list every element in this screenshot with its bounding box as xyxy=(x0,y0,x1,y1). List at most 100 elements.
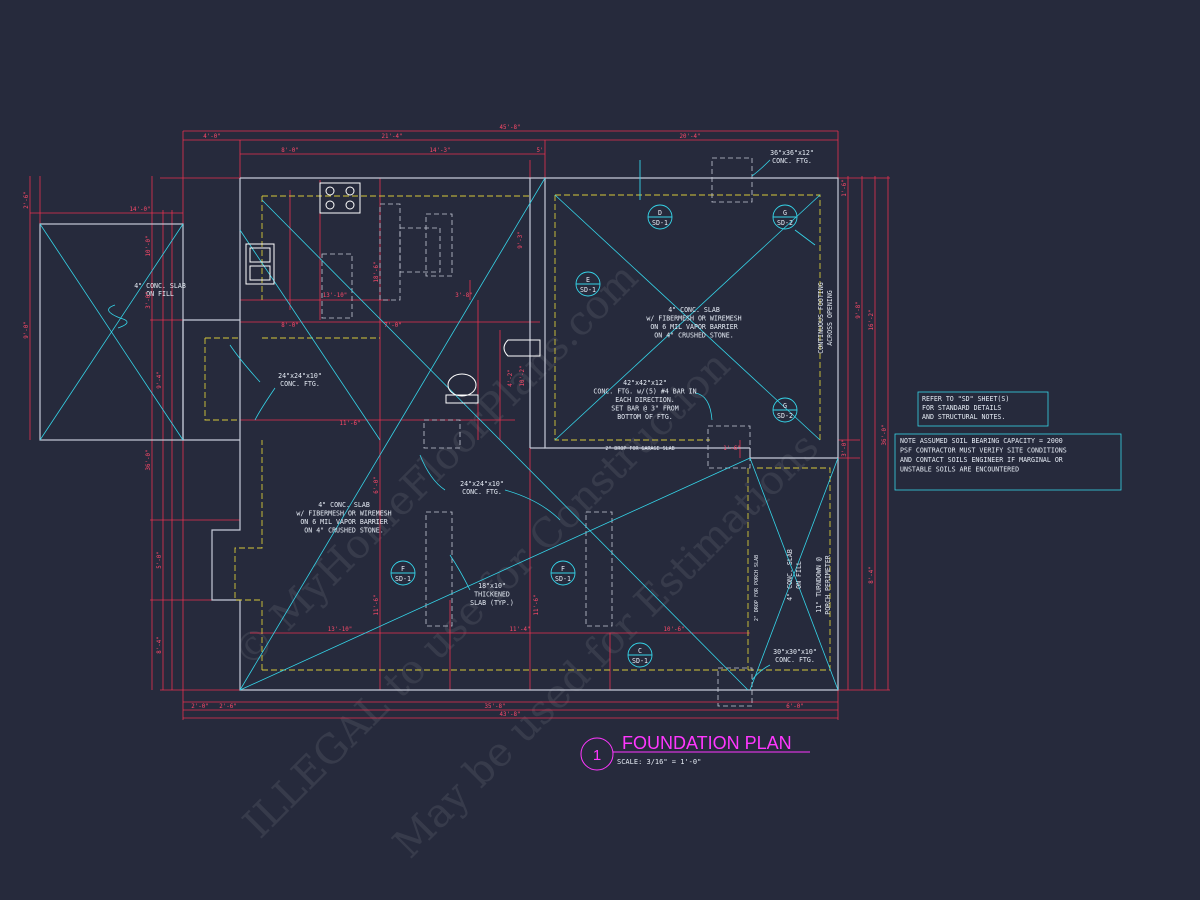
dimension-left-h: 5'-0" xyxy=(157,551,163,568)
dimension-left-d: 3'-0" xyxy=(146,291,152,308)
footing-42-label-line-5: BOTTOM OF FTG. xyxy=(617,413,673,421)
soil-note-line-3: AND CONTACT SOILS ENGINEER IF MARGINAL O… xyxy=(900,456,1063,464)
section-letter-7: C xyxy=(638,647,642,655)
refer-note-line-2: FOR STANDARD DETAILS xyxy=(922,404,1001,412)
dimension-in-1-6: 1'-6" xyxy=(723,446,740,452)
dimension-left-b: 2'-6" xyxy=(24,191,30,208)
title-scale: SCALE: 3/16" = 1'-0" xyxy=(617,758,701,766)
porch-drop-label: 2" DROP FOR PORCH SLAB xyxy=(754,555,760,621)
dimension-bottom-a: 2'-0" xyxy=(191,704,208,710)
footing-24-mid-label-line-1: 24"x24"x10" xyxy=(460,480,504,488)
dimension-right-d: 36'-0" xyxy=(882,425,888,446)
dimension-overall-top: 45'-8" xyxy=(500,125,521,131)
title-block xyxy=(580,737,810,771)
porch-slab-label-2: ON FILL xyxy=(795,561,803,589)
section-ref-7: SD-1 xyxy=(632,657,648,665)
soil-note-line-1: NOTE ASSUMED SOIL BEARING CAPACITY = 200… xyxy=(900,437,1063,445)
thickened-slab-label-line-3: SLAB (TYP.) xyxy=(470,599,514,607)
refer-note-box xyxy=(917,391,1049,427)
dimension-top-f: 5' xyxy=(537,148,544,154)
dimension-right-c: 8'-4" xyxy=(869,566,875,583)
leader-lines xyxy=(108,159,771,681)
soil-note-line-4: UNSTABLE SOILS ARE ENCOUNTERED xyxy=(900,466,1019,474)
footing-24-mid-label-line-2: CONC. FTG. xyxy=(462,488,502,496)
continuous-footing-label-1: CONTINUOUS FOOTING xyxy=(817,282,825,353)
dimension-bottom-overall: 43'-8" xyxy=(500,712,521,718)
section-ref-3: SD-1 xyxy=(580,286,596,294)
section-letter-1: D xyxy=(658,209,662,217)
title-number-circle xyxy=(580,737,614,771)
toilet-icon xyxy=(447,373,477,397)
footing-30-label-line-2: CONC. FTG. xyxy=(775,656,815,664)
watermark: © MyHomeFloorPlans.com ILLEGAL to use fo… xyxy=(225,254,828,867)
dimension-in-11-6: 11'-6" xyxy=(340,421,361,427)
footing-42-label-line-1: 42"x42"x12" xyxy=(623,379,667,387)
main-slab-label-line-2: w/ FIBERMESH OR WIREMESH xyxy=(296,510,391,518)
dimension-top-c: 20'-4" xyxy=(680,134,701,140)
main-slab-label-line-4: ON 4" CRUSHED STONE. xyxy=(304,527,383,535)
section-ref-1: SD-1 xyxy=(652,219,668,227)
fixtures xyxy=(245,182,541,404)
footing-42-label-line-3: EACH DIRECTION. xyxy=(615,396,675,404)
refer-note-line-3: AND STRUCTURAL NOTES. xyxy=(922,413,1005,421)
dimension-left-g: 9'-4" xyxy=(157,371,163,388)
section-letter-5: F xyxy=(401,565,405,573)
title-text: FOUNDATION PLAN xyxy=(622,733,792,753)
garage-slab-label-line-3: ON 6 MIL VAPOR BARRIER xyxy=(650,323,737,331)
porch-perimeter-label-2: PORCH PERIMETER xyxy=(824,555,832,615)
dimension-top-d: 8'-0" xyxy=(281,148,298,154)
section-letter-2: G xyxy=(783,209,787,217)
notes-boxes xyxy=(894,391,1122,491)
footing-24-top-label-line-1: 24"x24"x10" xyxy=(278,372,322,380)
dimension-left-f: 36'-0" xyxy=(146,450,152,471)
dimension-top-e: 14'-3" xyxy=(430,148,451,154)
dimension-in-4-2: 4'-2" xyxy=(508,369,514,386)
slab-on-fill-label-line-1: 4" CONC. SLAB xyxy=(134,282,186,290)
garage-slab-label-line-2: w/ FIBERMESH OR WIREMESH xyxy=(646,315,741,323)
dimension-in-10-2: 10'-2" xyxy=(520,366,526,387)
continuous-footing-label-2: ACROSS OPENING xyxy=(826,290,834,346)
dimension-bottom-c: 35'-8" xyxy=(485,704,506,710)
section-ref-5: SD-1 xyxy=(395,575,411,583)
section-ref-6: SD-1 xyxy=(555,575,571,583)
section-ref-4: SD-2 xyxy=(777,412,793,420)
slab-diagonals xyxy=(39,177,839,691)
dimension-in-7-0: 7'-0" xyxy=(384,323,401,329)
thickened-slab-label-line-1: 18"x10" xyxy=(478,582,506,590)
footing-30-label-line-1: 30"x30"x10" xyxy=(773,648,817,656)
slab-on-fill-label-line-2: ON FILL xyxy=(146,290,174,298)
dimension-in-11-6b: 11'-6" xyxy=(374,595,380,616)
dimension-top-b: 21'-4" xyxy=(382,134,403,140)
porch-slab-label-1: 4" CONC. SLAB xyxy=(786,549,794,601)
refer-note-line-1: REFER TO "SD" SHEET(S) xyxy=(922,395,1009,403)
dimension-bottom-d: 6'-0" xyxy=(786,704,803,710)
sink-icon xyxy=(245,243,275,285)
section-ref-2: SD-2 xyxy=(777,219,793,227)
footing-24-top-label-line-2: CONC. FTG. xyxy=(280,380,320,388)
dimension-left-c: 10'-0" xyxy=(146,236,152,257)
pad-footings xyxy=(321,157,753,707)
soil-note-line-2: PSF CONTRACTOR MUST VERIFY SITE CONDITIO… xyxy=(900,447,1067,455)
dimension-right-f: 3'-0" xyxy=(842,439,848,456)
footing-42-label-line-2: CONC. FTG. w/(5) #4 BAR IN xyxy=(593,388,696,396)
dimension-in-13-10: 13'-10" xyxy=(328,627,352,633)
dimension-in-11-6c: 11'-6" xyxy=(534,595,540,616)
lavatory-icon xyxy=(503,339,541,357)
footing-42-label-line-4: SET BAR @ 3" FROM xyxy=(611,405,679,413)
dimension-in-10-6: 10'-6" xyxy=(664,627,685,633)
soil-note-box xyxy=(894,433,1122,491)
dimension-in-18-6: 18'-6" xyxy=(374,262,380,283)
dimension-in-8-0: 8'-0" xyxy=(281,323,298,329)
main-slab-label-line-1: 4" CONC. SLAB xyxy=(318,501,370,509)
dimension-top-a: 4'-0" xyxy=(203,134,220,140)
footing-36-label-line-1: 36"x36"x12" xyxy=(770,149,814,157)
dimension-left-a: 14'-0" xyxy=(130,207,151,213)
foundation-walls xyxy=(39,177,839,691)
dimension-right-e: 1'-6" xyxy=(842,179,848,196)
garage-slab-label-line-4: ON 4" CRUSHED STONE. xyxy=(654,332,733,340)
section-letter-6: F xyxy=(561,565,565,573)
porch-perimeter-label-1: 11" TURNDOWN @ xyxy=(815,557,823,613)
main-slab-label-line-3: ON 6 MIL VAPOR BARRIER xyxy=(300,518,387,526)
footing-36-label-line-2: CONC. FTG. xyxy=(772,157,812,165)
